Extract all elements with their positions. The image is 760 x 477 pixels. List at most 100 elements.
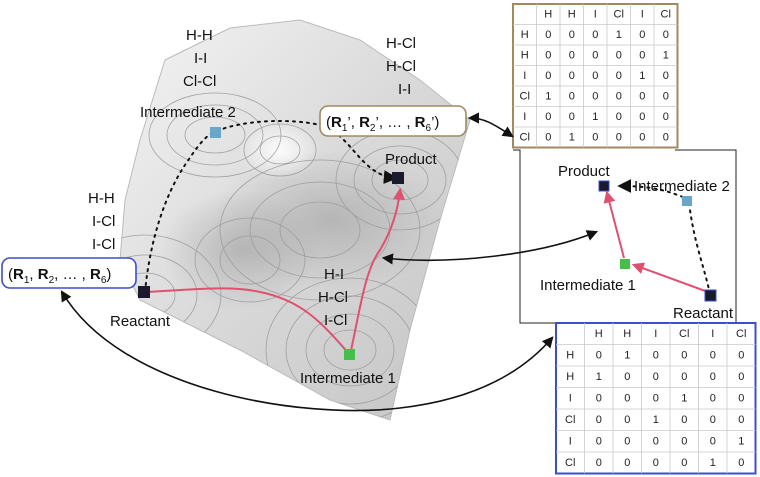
matrix-cell: 0 <box>681 435 687 447</box>
matrix-cell: 0 <box>545 111 551 123</box>
graph-intermediate1-label: Intermediate 1 <box>540 277 636 294</box>
surface-reactant-node <box>138 286 150 298</box>
bond-label: H-I <box>324 266 344 283</box>
bond-label: I-Cl <box>92 213 115 230</box>
matrix-cell: 0 <box>616 70 622 82</box>
bond-label: H-Cl <box>318 289 348 306</box>
bonds-reactant: H-H I-Cl I-Cl <box>88 190 115 253</box>
matrix-column-header: Cl <box>614 8 624 20</box>
matrix-cell: 1 <box>592 111 598 123</box>
arrow-surface-to-graph <box>381 230 599 265</box>
bond-label: I-I <box>194 50 207 67</box>
matrix-cell: 0 <box>681 349 687 361</box>
matrix-row-header: Cl <box>565 414 575 426</box>
matrix-column-header: I <box>654 328 657 340</box>
matrix-column-header: H <box>544 8 552 20</box>
matrix-cell: 0 <box>738 371 744 383</box>
reaction-graph-panel: Product Intermediate 2 Intermediate 1 Re… <box>513 149 737 324</box>
matrix-cell: 0 <box>663 111 669 123</box>
matrix-cell: 1 <box>663 49 669 61</box>
graph-intermediate1-node <box>620 259 630 269</box>
matrix-frame <box>512 3 679 149</box>
graph-product-node <box>598 180 610 192</box>
panel-outline <box>513 149 737 324</box>
matrix-cell: 0 <box>624 414 630 426</box>
matrix-row-header: H <box>521 29 529 41</box>
matrix-cell: 0 <box>653 435 659 447</box>
matrix-cell: 0 <box>545 131 551 143</box>
bonds-product: H-Cl H-Cl I-I <box>386 35 416 98</box>
matrix-cell: 0 <box>663 29 669 41</box>
matrix-column-header: H <box>623 328 631 340</box>
matrix-cell: 0 <box>569 29 575 41</box>
matrix-cell: 0 <box>569 90 575 102</box>
matrix-cell: 0 <box>596 414 602 426</box>
reactant-coords-text: (R1, R2, … , R6) <box>8 266 111 286</box>
matrix-cell: 0 <box>681 457 687 469</box>
matrix-row-header: Cl <box>520 90 530 102</box>
matrix-cell: 0 <box>639 29 645 41</box>
matrix-cell: 1 <box>738 435 744 447</box>
surface-intermediate1-node <box>344 349 355 360</box>
matrix-cell: 1 <box>569 131 575 143</box>
matrix-row-header: Cl <box>520 131 530 143</box>
matrix-cell: 0 <box>596 349 602 361</box>
matrix-cell: 1 <box>616 29 622 41</box>
matrix-cell: 0 <box>639 90 645 102</box>
matrix-cell: 0 <box>663 131 669 143</box>
matrix-column-header: Cl <box>679 328 689 340</box>
matrix-cell: 0 <box>653 349 659 361</box>
matrix-cell: 0 <box>624 457 630 469</box>
surface-product-label: Product <box>385 151 438 168</box>
matrix-cell: 0 <box>592 49 598 61</box>
matrix-cell: 0 <box>569 111 575 123</box>
matrix-cell: 0 <box>710 414 716 426</box>
matrix-cell: 0 <box>616 49 622 61</box>
matrix-cell: 0 <box>592 70 598 82</box>
matrix-cell: 0 <box>596 392 602 404</box>
matrix-cell: 0 <box>545 49 551 61</box>
matrix-cell: 0 <box>738 392 744 404</box>
matrix-cell: 0 <box>653 371 659 383</box>
matrix-cell: 0 <box>624 392 630 404</box>
bond-label: Cl-Cl <box>183 73 216 90</box>
surface-product-node <box>392 172 404 184</box>
matrix-cell: 0 <box>663 90 669 102</box>
bond-label: I-I <box>398 81 411 98</box>
bond-label: H-Cl <box>386 35 416 52</box>
matrix-cell: 1 <box>624 349 630 361</box>
surface-intermediate2-node <box>210 127 221 138</box>
matrix-column-header: H <box>595 328 603 340</box>
bond-label: H-H <box>88 190 115 207</box>
matrix-cell: 0 <box>710 435 716 447</box>
graph-reactant-node <box>704 289 717 302</box>
surface-dotted-path <box>144 119 398 293</box>
bond-label: H-H <box>186 27 213 44</box>
graph-edge-intermediate1-to-product <box>603 190 625 259</box>
matrix-column-header: I <box>641 8 644 20</box>
matrix-column-header: I <box>711 328 714 340</box>
matrix-cell: 0 <box>681 414 687 426</box>
matrix-cell: 0 <box>592 131 598 143</box>
matrix-cell: 0 <box>738 457 744 469</box>
matrix-cell: 1 <box>639 70 645 82</box>
matrix-cell: 0 <box>569 70 575 82</box>
product-coords-box <box>319 105 467 137</box>
product-coords-text: (R1’, R2’, … , R6’) <box>326 114 439 134</box>
matrix-cell: 0 <box>681 371 687 383</box>
matrix-row-header: I <box>569 392 572 404</box>
bonds-intermediate2: H-H I-I Cl-Cl <box>183 27 216 90</box>
matrix-row-header: I <box>523 111 526 123</box>
matrix-cell: 0 <box>616 111 622 123</box>
matrix-row-header: H <box>566 349 574 361</box>
bond-label: I-Cl <box>324 312 347 329</box>
matrix-cell: 0 <box>738 414 744 426</box>
matrix-cell: 1 <box>545 90 551 102</box>
surface-intermediate1-label: Intermediate 1 <box>300 370 396 387</box>
arrow-reactant-coords-to-matrix <box>60 290 554 412</box>
matrix-cell: 0 <box>545 29 551 41</box>
matrix-row-header: H <box>566 371 574 383</box>
